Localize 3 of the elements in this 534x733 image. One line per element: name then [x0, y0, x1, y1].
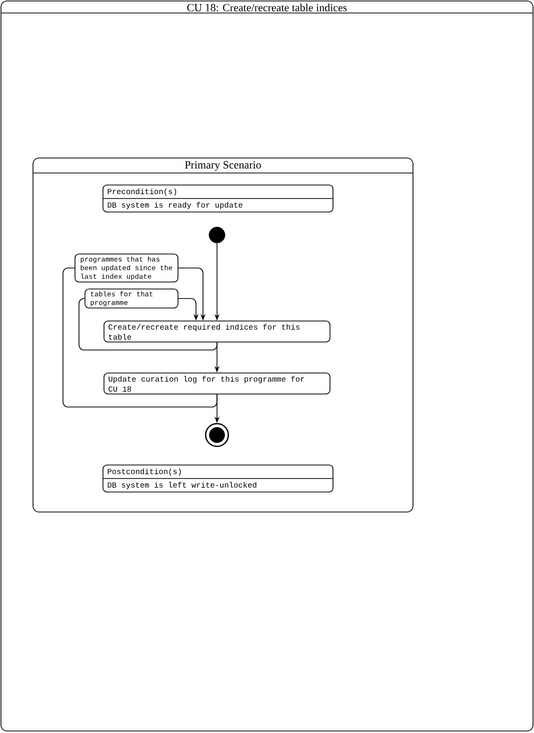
start-dot [208, 226, 226, 244]
end-dot [205, 423, 229, 447]
connector-line [78, 298, 218, 350]
